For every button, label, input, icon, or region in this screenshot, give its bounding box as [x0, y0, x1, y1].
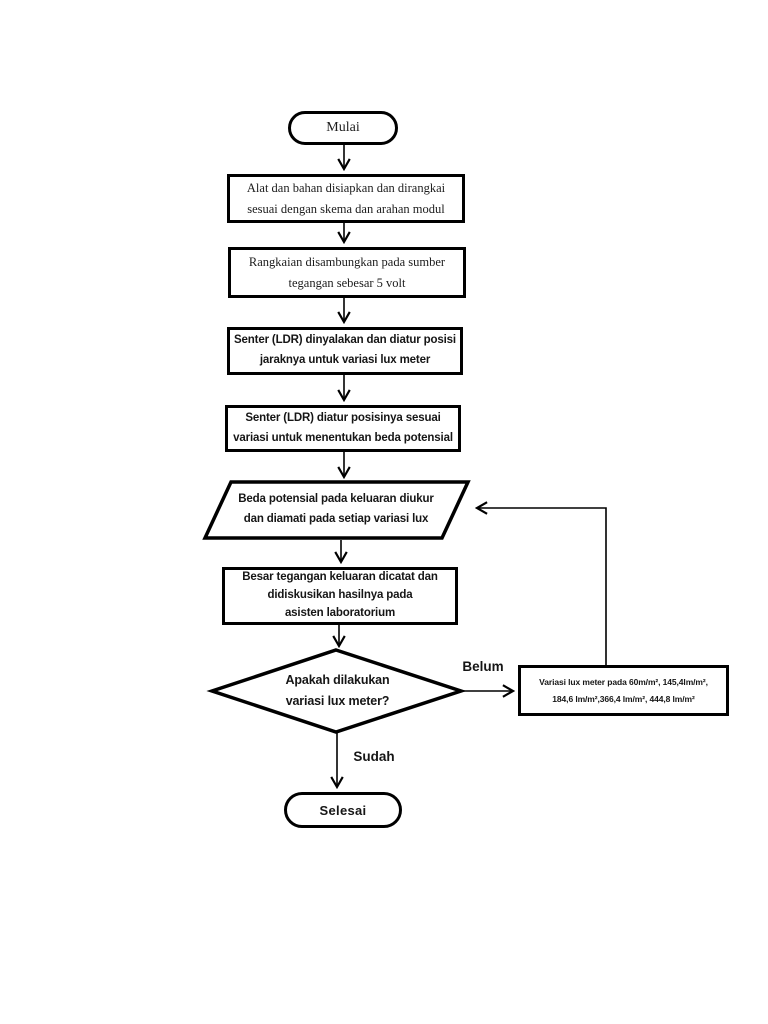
node-decision-shape	[206, 648, 467, 734]
node-text-line: Variasi lux meter pada 60m/m², 145,4lm/m…	[539, 677, 708, 688]
node-text-line: asisten laboratorium	[284, 606, 396, 619]
node-start: Mulai	[288, 111, 398, 145]
node-prepare: Alat dan bahan disiapkan dan dirangkai s…	[227, 174, 465, 223]
node-connect-power: Rangkaian disambungkan pada sumber tegan…	[228, 247, 466, 298]
node-text-line: jaraknya untuk variasi lux meter	[259, 354, 431, 366]
node-text-line: Alat dan bahan disiapkan dan dirangkai	[246, 180, 446, 195]
node-record-discuss: Besar tegangan keluaran dicatat dan didi…	[222, 567, 458, 625]
node-text-line: Apakah dilakukan	[285, 672, 390, 687]
edge-label-belum: Belum	[462, 659, 504, 674]
node-measure-shape	[202, 480, 471, 540]
node-text-line: Beda potensial pada keluaran diukur	[238, 493, 434, 506]
node-start-label: Mulai	[326, 120, 360, 135]
node-text-line: sesuai dengan skema dan arahan modul	[247, 201, 445, 216]
node-text-line: didiskusikan hasilnya pada	[267, 589, 413, 602]
node-lux-variation: Variasi lux meter pada 60m/m², 145,4lm/m…	[518, 665, 729, 716]
edge-variation-loop-back	[477, 508, 607, 665]
node-text-line: variasi lux meter?	[285, 694, 390, 708]
node-text-line: 184,6 lm/m²,366,4 lm/m², 444,8 lm/m²	[552, 693, 695, 704]
node-text-line: Senter (LDR) diatur posisinya sesuai	[245, 411, 441, 424]
node-text-line: Besar tegangan keluaran dicatat dan	[242, 571, 438, 584]
node-end: Selesai	[284, 792, 402, 828]
node-text-line: dan diamati pada setiap variasi lux	[243, 513, 429, 525]
node-text-line: variasi untuk menentukan beda potensial	[233, 431, 453, 444]
node-decision: Apakah dilakukan variasi lux meter?	[250, 668, 425, 714]
node-text-line: Rangkaian disambungkan pada sumber	[248, 254, 446, 269]
node-measure-output: Beda potensial pada keluaran diukur dan …	[222, 487, 450, 533]
node-text-line: Senter (LDR) dinyalakan dan diatur posis…	[234, 334, 456, 347]
node-text-line: tegangan sebesar 5 volt	[288, 275, 406, 290]
node-end-label: Selesai	[319, 802, 367, 818]
node-adjust-position: Senter (LDR) diatur posisinya sesuai var…	[225, 405, 461, 452]
edge-label-sudah: Sudah	[353, 749, 395, 764]
node-turn-on-senter: Senter (LDR) dinyalakan dan diatur posis…	[227, 327, 463, 375]
